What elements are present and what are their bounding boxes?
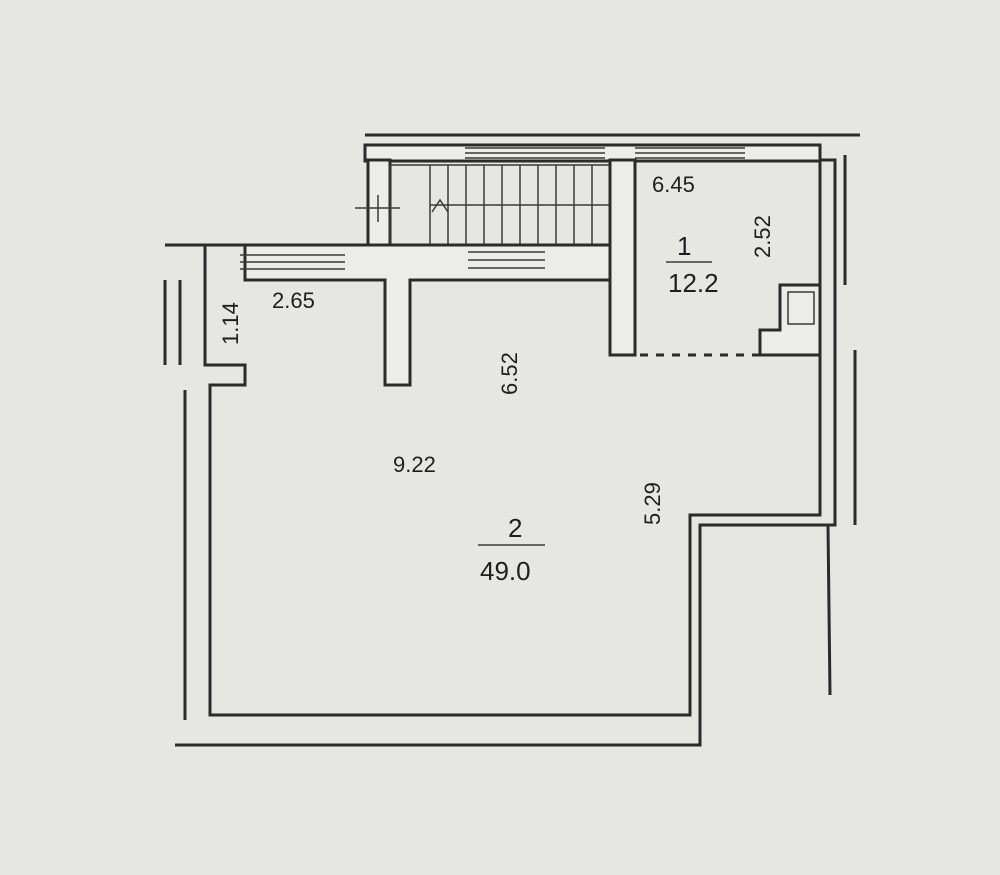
room-2-number: 2 xyxy=(508,513,522,543)
dim-left-pier: 1.14 xyxy=(218,302,243,345)
stair-arrow-icon xyxy=(431,198,449,213)
wall-stair-left xyxy=(366,158,392,247)
wall-partition xyxy=(608,158,637,357)
window-top-1 xyxy=(465,147,605,159)
window-top-2 xyxy=(635,147,745,159)
window-left xyxy=(240,254,345,270)
wall-right-lower xyxy=(826,524,832,696)
dim-top-width: 6.45 xyxy=(652,172,695,197)
dim-left-width: 2.65 xyxy=(272,288,315,313)
dim-main-width: 9.22 xyxy=(393,452,436,477)
shaft xyxy=(758,283,822,357)
dim-right-depth: 5.29 xyxy=(640,482,665,525)
window-middle xyxy=(468,251,545,269)
shaft-box xyxy=(787,291,815,325)
room-1-number: 1 xyxy=(677,231,691,261)
staircase xyxy=(355,164,631,246)
dim-main-depth: 6.52 xyxy=(497,352,522,395)
wall-outer-main xyxy=(165,158,837,747)
dim-stair-room-depth: 2.52 xyxy=(750,215,775,258)
room-2-area: 49.0 xyxy=(480,556,531,586)
room-1-area: 12.2 xyxy=(668,268,719,298)
